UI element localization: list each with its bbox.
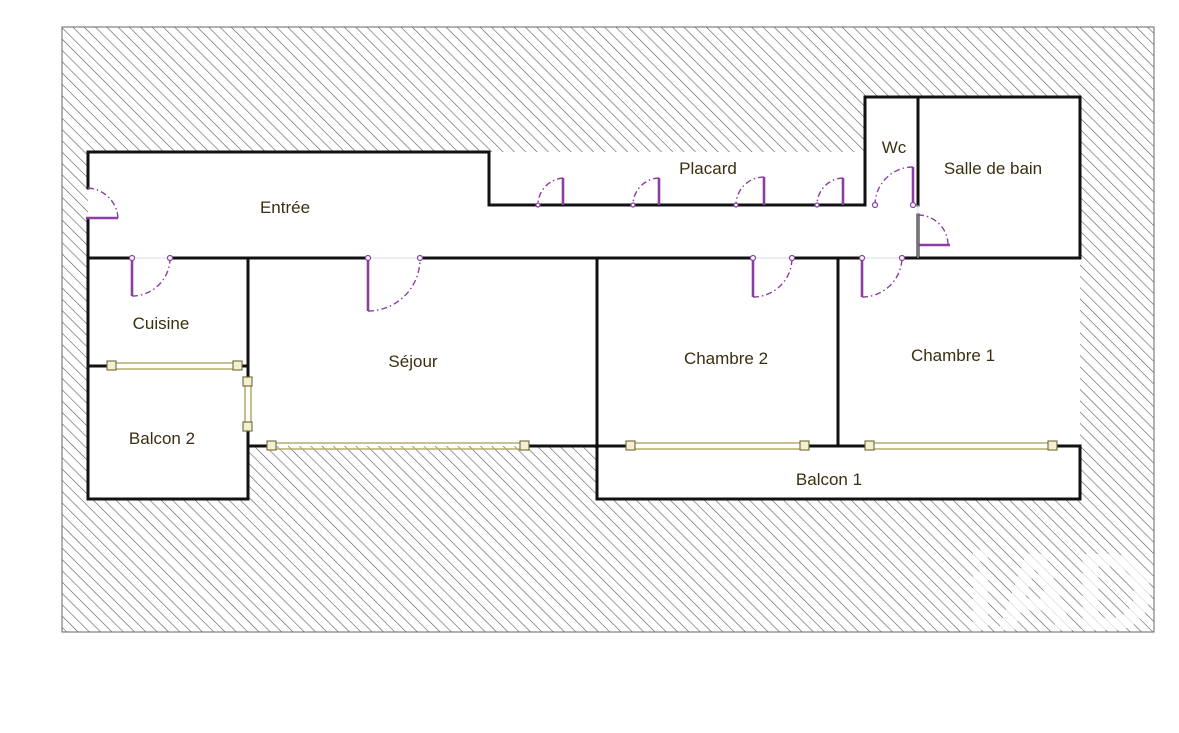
openings <box>132 205 919 259</box>
room-labels: Entrée Placard Wc Salle de bain Cuisine … <box>129 138 1042 489</box>
window-sejour-side <box>242 376 253 432</box>
door-entrance <box>86 187 119 220</box>
label-balcon-1: Balcon 1 <box>796 470 862 489</box>
window-sejour <box>266 440 530 451</box>
label-cuisine: Cuisine <box>133 314 190 333</box>
label-chambre-1: Chambre 1 <box>911 346 995 365</box>
watermark-logo: iAD <box>965 531 1154 654</box>
window-chambre-1 <box>864 440 1058 451</box>
door-placard-1 <box>535 177 565 208</box>
door-salle-de-bain <box>917 214 950 247</box>
door-wc <box>871 166 917 209</box>
label-salle-de-bain: Salle de bain <box>944 159 1042 178</box>
door-placard-2 <box>630 177 661 208</box>
door-sejour <box>364 254 424 312</box>
door-chambre-1 <box>858 254 906 298</box>
window-chambre-2 <box>625 440 810 451</box>
label-entree: Entrée <box>260 198 310 217</box>
interior-floor <box>88 97 1080 499</box>
doors <box>86 166 950 312</box>
door-placard-4 <box>814 177 845 208</box>
door-placard-3 <box>733 176 766 208</box>
windows <box>106 360 1058 451</box>
walls <box>86 95 1082 501</box>
label-chambre-2: Chambre 2 <box>684 349 768 368</box>
label-balcon-2: Balcon 2 <box>129 429 195 448</box>
door-cuisine <box>128 254 174 297</box>
window-cuisine <box>106 360 243 371</box>
label-wc: Wc <box>882 138 907 157</box>
label-sejour: Séjour <box>388 352 437 371</box>
door-chambre-2 <box>749 254 796 298</box>
label-placard: Placard <box>679 159 737 178</box>
